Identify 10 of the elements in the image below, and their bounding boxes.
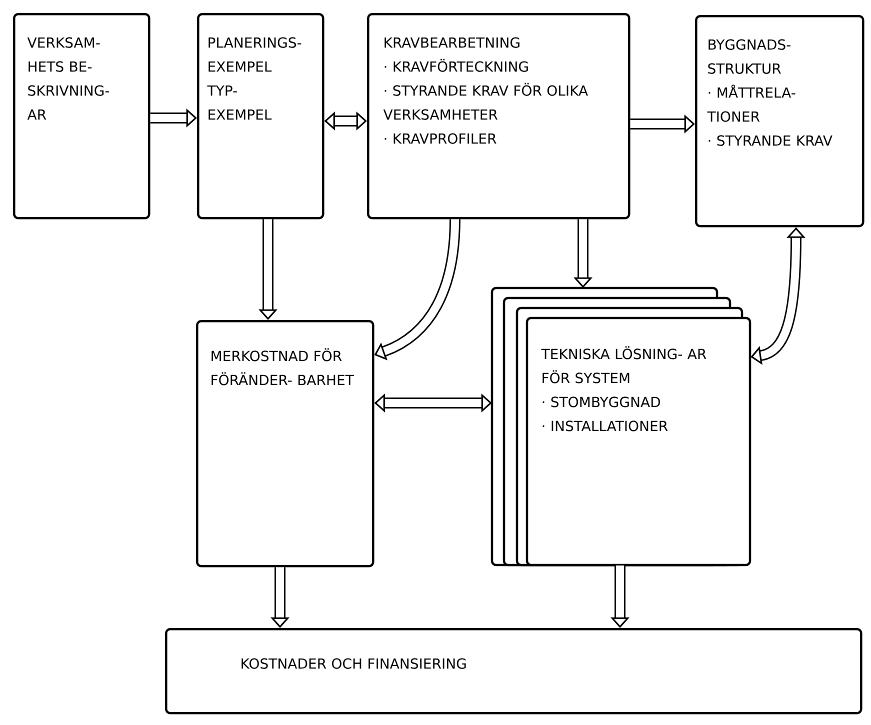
box-text: PLANERINGS- EXEMPEL TYP- EXEMPEL [207, 37, 302, 120]
node-label: KRAVBEARBETNING [384, 37, 520, 48]
box-text: VERKSAM- HETS BE- SKRIVNING- AR [27, 37, 110, 120]
box-text: KRAVBEARBETNING · KRAVFÖRTECKNING · STYRANDE KRAV FÖR OLIKA VERKSAMHETER · KRAVPROFILER [383, 37, 588, 144]
node-label: · STYRANDE KRAV FÖR OLIKA VERKSAMHETER [383, 82, 588, 120]
node-label: · KRAVFÖRTECKNING [384, 58, 528, 72]
box-text: BYGGNADS- STRUKTUR · MÅTTRELA- TIONER · STYRANDE KRAV [707, 39, 832, 146]
node-label: · KRAVPROFILER [384, 133, 496, 144]
box-text: KOSTNADER OCH FINANSIERING [242, 658, 466, 669]
box-text: MERKOSTNAD FÖR FÖRÄNDER- BARHET [212, 348, 354, 386]
